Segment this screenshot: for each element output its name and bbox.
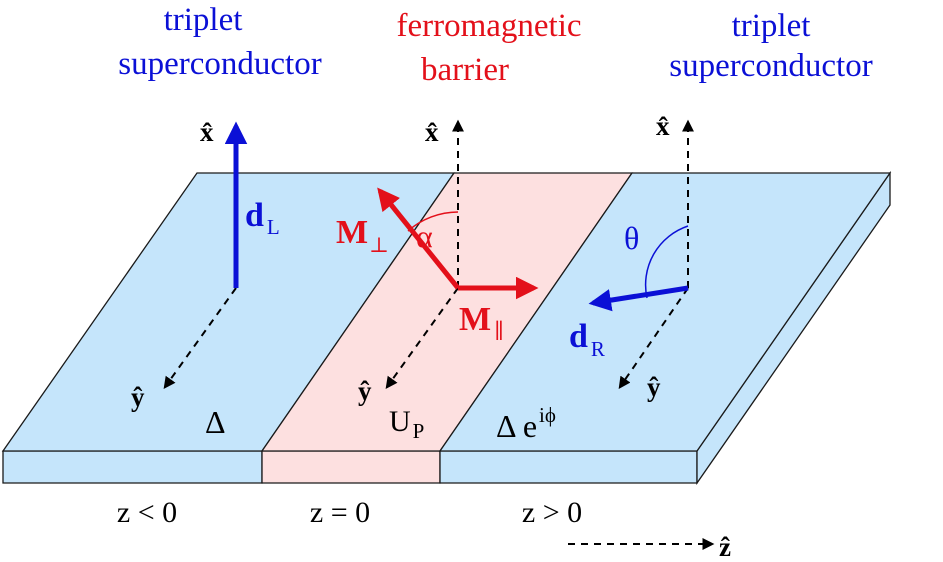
d-left-subscript: L [267, 215, 280, 239]
right-gap-superscript: iϕ [539, 403, 556, 427]
m-perp-subscript: ⊥ [369, 233, 389, 257]
d-right-subscript: R [591, 337, 605, 361]
center-x-axis-label: x̂ [425, 117, 439, 147]
m-par-subscript: ∥ [494, 319, 504, 343]
center-position-label: z = 0 [310, 496, 370, 529]
m-par-label: M∥ [459, 301, 504, 343]
center-potential-label: UP [389, 405, 424, 443]
right-gap-label: Δ eiϕ [496, 403, 556, 444]
right-x-axis-label: x̂ [656, 111, 670, 141]
m-perp-label: M⊥ [336, 214, 389, 257]
alpha-label: α [416, 218, 433, 254]
center-header-line2: barrier [421, 52, 509, 88]
theta-arc [644, 225, 689, 299]
center-header-line1: ferromagnetic [396, 8, 581, 44]
m-perp-vector [377, 187, 460, 290]
left-x-axis-label: x̂ [200, 117, 214, 147]
left-y-axis-label: ŷ [131, 382, 145, 412]
m-perp-symbol: M [336, 214, 368, 251]
right-superconductor-front-face [439, 450, 698, 484]
right-y-axis-label: ŷ [647, 372, 661, 402]
left-position-label: z < 0 [117, 496, 177, 529]
right-gap-symbol: Δ e [496, 408, 537, 444]
left-header-line2: superconductor [118, 46, 321, 82]
right-d-vector [588, 285, 689, 312]
right-position-label: z > 0 [522, 496, 582, 529]
theta-label: θ [624, 220, 639, 256]
left-superconductor-front-face [2, 450, 263, 484]
center-potential-subscript: P [413, 419, 425, 443]
left-header-line1: triplet [164, 2, 243, 38]
right-header-line1: triplet [732, 8, 811, 44]
center-y-axis-label: ŷ [358, 376, 372, 406]
z-axis-label: ẑ [719, 532, 731, 562]
right-superconductor-top [438, 172, 892, 452]
center-potential-symbol: U [389, 405, 411, 438]
d-left-symbol: d [245, 197, 264, 234]
right-header-line2: superconductor [669, 48, 872, 84]
barrier-front-face [261, 450, 441, 484]
left-gap-label: Δ [205, 404, 226, 440]
m-par-symbol: M [459, 301, 491, 338]
d-right-symbol: d [569, 318, 588, 355]
